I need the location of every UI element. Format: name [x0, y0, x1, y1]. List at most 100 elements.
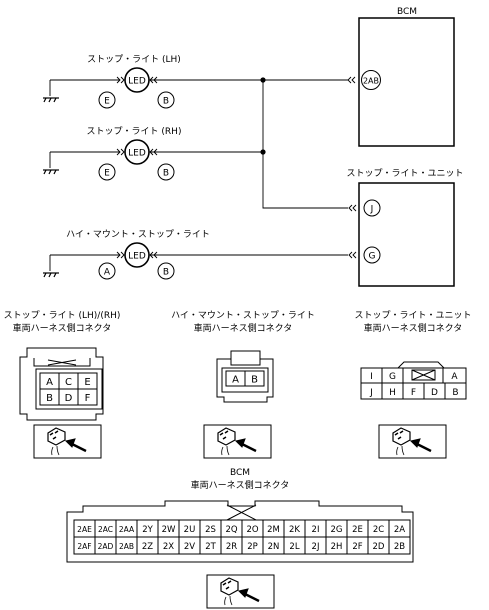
lamp-rh-terminals [116, 148, 158, 156]
bcm-pin-label: 2W [162, 525, 176, 535]
unit-pin-j-circle [363, 199, 381, 217]
conn-bcm-subtitle: 車両ハーネス側コネクタ [191, 479, 290, 491]
bcm-pin-label: 2J [312, 542, 320, 552]
conn-stop-pin: D [65, 393, 73, 404]
bcm-pin-label: 2D [373, 542, 385, 552]
junction-dot [260, 149, 266, 155]
lamp-hm-pin-b-label: B [163, 268, 169, 278]
unit-pin-g-circle [363, 246, 381, 264]
conn-bcm-housing [66, 500, 414, 563]
bcm-pin-label: 2AE [77, 525, 92, 534]
bcm-pin-label: 2L [289, 542, 299, 552]
bcm-title: BCM [397, 7, 417, 17]
conn-hm-pin: B [251, 375, 258, 386]
led-lh-label: LED [128, 77, 146, 87]
bcm-pin-label: 2I [312, 525, 320, 535]
junction-dot [260, 77, 266, 83]
bcm-pin-label: 2E [352, 525, 363, 535]
lamp-lh-pin-b-label: B [163, 97, 169, 107]
led-lh [124, 67, 150, 93]
bcm-pin-label: 2AF [77, 542, 91, 551]
ground-icon [43, 169, 59, 175]
bcm-pin-label: 2AD [98, 542, 114, 551]
lamp-rh-pin-b-label: B [163, 169, 169, 179]
bcm-pin-circle [361, 70, 381, 90]
conn-stop-pin: C [65, 377, 72, 388]
bcm-pin-label: 2S [205, 525, 216, 535]
bcm-terminal-symbol [347, 76, 356, 84]
led-rh [124, 139, 150, 165]
conn-unit-pin: I [370, 372, 373, 382]
lamp-hm-title: ハイ・マウント・ストップ・ライト [66, 229, 210, 240]
lamp-hm-pin-a-label: A [104, 268, 111, 278]
bcm-pin-label: 2Y [142, 525, 153, 535]
conn-stop-housing [19, 347, 104, 421]
bcm-pin-label: 2O [246, 525, 258, 535]
bcm-pin-label: 2H [331, 542, 343, 552]
conn-unit-pin: D [431, 388, 438, 398]
conn-unit-title: ストップ・ライト・ユニット [354, 310, 471, 321]
conn-unit-pin: G [389, 372, 396, 382]
unit-block [358, 182, 455, 287]
lamp-hm-terminals [116, 251, 158, 259]
conn-unit-pin: J [369, 388, 373, 398]
conn-stop-subtitle: 車両ハーネス側コネクタ [13, 322, 112, 334]
unit-pin-j-label: J [370, 205, 374, 215]
led-hm [124, 242, 150, 268]
bcm-pin-label: 2P [247, 542, 258, 552]
conn-stop-pin: E [84, 377, 90, 388]
bcm-pin-label: 2V [184, 542, 195, 552]
conn-stop-pin: A [46, 377, 53, 388]
lamp-rh-pin-e [98, 163, 116, 181]
bcm-pin-label: 2U [184, 525, 196, 535]
bcm-pin-label: 2AB [363, 76, 379, 85]
harness-view-icon [206, 574, 275, 609]
lamp-hm-pin-b [157, 262, 175, 280]
bcm-pin-label: 2AC [98, 525, 113, 534]
conn-unit-housing [360, 361, 467, 400]
unit-terminal-symbols [348, 204, 357, 259]
conn-stop-grid [39, 372, 98, 406]
lamp-hm-pin-a [98, 262, 116, 280]
bcm-pin-label: 2K [289, 525, 300, 535]
bcm-pin-label: 2G [331, 525, 343, 535]
bcm-pin-label: 2R [226, 542, 237, 552]
harness-view-icon [378, 424, 447, 459]
unit-pin-g-label: G [369, 252, 376, 262]
led-hm-label: LED [128, 252, 146, 262]
bcm-pin-label: 2C [373, 525, 384, 535]
conn-unit-grid [381, 368, 446, 399]
bcm-pin-label: 2Z [142, 542, 153, 552]
conn-stop-title: ストップ・ライト (LH)/(RH) [4, 310, 121, 321]
ground-icon [43, 272, 59, 278]
bcm-pin-label: 2Q [225, 525, 237, 535]
ground-icon [43, 97, 59, 103]
conn-unit-pin: A [451, 372, 458, 382]
bcm-pin-label: 2N [268, 542, 280, 552]
conn-unit-pin: B [452, 388, 458, 398]
conn-stop-pin: F [85, 393, 91, 404]
bcm-pin-label: 2X [163, 542, 174, 552]
conn-hm-housing [216, 350, 274, 403]
bcm-pin-label: 2AB [119, 542, 134, 551]
lamp-rh-pin-b [157, 163, 175, 181]
conn-hm-subtitle: 車両ハーネス側コネクタ [194, 322, 293, 334]
harness-view-icon [203, 424, 272, 459]
conn-unit-pin: F [411, 388, 416, 398]
bcm-pin-cell [388, 536, 411, 555]
bcm-pin-label: 2M [267, 525, 280, 535]
conn-bcm-title: BCM [230, 468, 250, 478]
bcm-pin-label: 2A [394, 525, 405, 535]
lamp-lh-title: ストップ・ライト (LH) [87, 54, 181, 65]
conn-hm-grid [225, 370, 265, 387]
lamp-lh-pin-e [98, 91, 116, 109]
conn-unit-subtitle: 車両ハーネス側コネクタ [364, 322, 463, 334]
harness-view-icon [33, 424, 102, 459]
conn-bcm-grid: 2AE 2AC 2AA 2Y 2W 2U 2S 2Q 2O 2M 2K 2I 2G 2E 2C 2A 2AF 2A… [73, 519, 411, 555]
lamp-rh-title: ストップ・ライト (RH) [87, 126, 182, 137]
unit-title: ストップ・ライト・ユニット [346, 168, 463, 179]
conn-stop-pin: B [46, 393, 53, 404]
lamp-lh-terminals [116, 76, 158, 84]
bcm-pin-label: 2AA [119, 525, 135, 534]
